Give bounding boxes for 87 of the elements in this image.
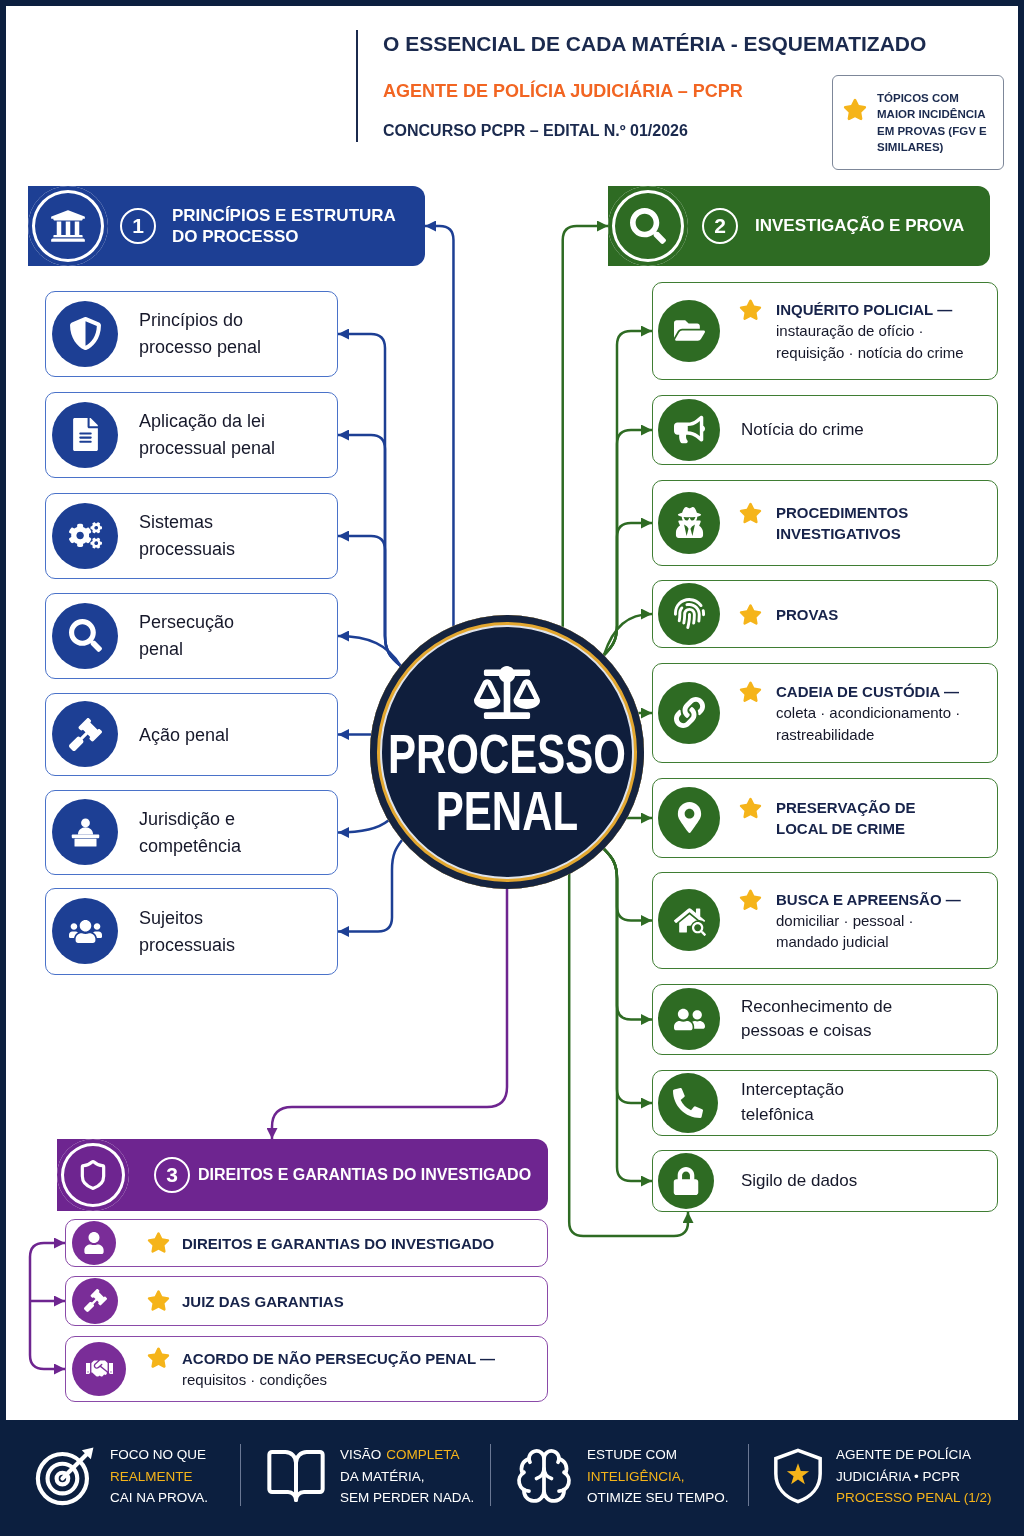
topic-label: Jurisdição e competência — [139, 807, 243, 858]
subtitle: AGENTE DE POLÍCIA JUDICIÁRIA – PCPR — [383, 80, 743, 103]
footer-text: OTIMIZE SEU TEMPO. — [587, 1488, 729, 1507]
topic-card — [652, 872, 998, 969]
connector-arrow — [602, 609, 653, 656]
topic-card — [45, 392, 338, 478]
footer-text: REALMENTE — [110, 1467, 193, 1486]
topic-label: PROVAS — [776, 604, 840, 625]
page-title: O ESSENCIAL DE CADA MATÉRIA - ESQUEMATIZADO — [383, 31, 927, 57]
footer-text: INTELIGÊNCIA, — [587, 1467, 685, 1486]
topic-label: ACORDO DE NÃO PERSECUÇÃO PENAL — — [182, 1348, 497, 1369]
topic-card — [652, 580, 998, 648]
topic-card — [652, 1070, 998, 1136]
connector-arrow — [627, 812, 652, 824]
topic-label: JUIZ DAS GARANTIAS — [182, 1291, 345, 1312]
footer-text: PROCESSO PENAL (1/2) — [836, 1488, 992, 1507]
topic-card — [652, 395, 998, 465]
connector-arrow — [425, 220, 455, 626]
connector-arrow — [266, 889, 509, 1139]
topic-label: Sigilo de dados — [741, 1169, 859, 1192]
connector-arrow — [602, 848, 652, 1187]
connector-arrow — [28, 1237, 65, 1301]
connector-arrow — [638, 707, 652, 719]
topic-label: INQUÉRITO POLICIAL — — [776, 299, 954, 320]
topic-card — [65, 1336, 548, 1402]
topic-card — [45, 790, 338, 875]
topic-card — [652, 480, 998, 566]
footer-text: AGENTE DE POLÍCIA JUDICIÁRIA • PCPR — [836, 1445, 972, 1486]
topic-card — [652, 984, 998, 1055]
section-banner — [608, 186, 990, 266]
section-banner — [57, 1139, 548, 1211]
topic-detail: requisitos · condições — [182, 1369, 329, 1390]
topic-label: Interceptação telefônica — [741, 1079, 845, 1126]
topic-card — [652, 282, 998, 380]
topic-label: Notícia do crime — [741, 418, 865, 441]
footer-text: ESTUDE COM — [587, 1445, 677, 1464]
topic-label: Sistemas processuais — [139, 511, 237, 561]
topic-card — [45, 888, 338, 975]
topic-card — [45, 593, 338, 679]
topic-card — [65, 1219, 548, 1267]
topic-label: PROCEDIMENTOS INVESTIGATIVOS — [776, 503, 910, 544]
connector-arrow — [338, 819, 390, 838]
step-number: 1 — [120, 208, 156, 244]
topic-card — [45, 291, 338, 377]
footer-text: VISÃO — [340, 1445, 382, 1464]
topic-label: Princípios do processo penal — [139, 309, 263, 359]
topic-label: Persecução penal — [139, 611, 236, 661]
topic-card — [652, 1150, 998, 1212]
connector-arrow — [561, 220, 608, 627]
section-banner — [28, 186, 425, 266]
topic-label: CADEIA DE CUSTÓDIA — — [776, 681, 961, 702]
topic-label: Aplicação da lei processual penal — [139, 410, 277, 460]
connector-arrow — [338, 530, 402, 667]
topic-label: Reconhecimento de pessoas e coisas — [741, 995, 894, 1043]
topic-detail: coleta · acondicionamento · rastreabilidade — [776, 702, 962, 745]
topic-card — [65, 1276, 548, 1326]
footer-text: CAI NA PROVA. — [110, 1488, 209, 1507]
section-title: PRINCÍPIOS E ESTRUTURA DO PROCESSO — [172, 204, 397, 248]
topic-detail: domiciliar · pessoal · mandado judicial — [776, 910, 915, 952]
connector-arrow — [337, 630, 402, 667]
topic-label: BUSCA E APREENSÃO — — [776, 889, 962, 910]
topic-detail: instauração de ofício · requisição · notícia do crime — [776, 320, 965, 363]
footer-text: FOCO NO QUE — [110, 1445, 206, 1464]
exam-notice: CONCURSO PCPR – EDITAL N.º 01/2026 — [383, 121, 688, 141]
connector-arrow — [567, 874, 694, 1238]
connector-arrow — [338, 729, 372, 740]
step-number: 2 — [702, 208, 738, 244]
connector-arrow — [602, 517, 652, 656]
topic-label: Ação penal — [139, 723, 231, 747]
connector-arrow — [28, 1301, 65, 1375]
topic-label: PRESERVAÇÃO DE LOCAL DE CRIME — [776, 798, 917, 839]
connector-arrow — [30, 1295, 65, 1307]
topic-card — [652, 663, 998, 763]
connector-arrow — [338, 839, 404, 937]
section-title: INVESTIGAÇÃO E PROVA — [755, 215, 966, 237]
section-title: DIREITOS E GARANTIAS DO INVESTIGADO — [198, 1165, 533, 1185]
legend-text: TÓPICOS COM MAIOR INCIDÊNCIA EM PROVAS (FGV E SIMILARES) — [877, 91, 988, 155]
topic-card — [45, 693, 338, 776]
topic-label: DIREITOS E GARANTIAS DO INVESTIGADO — [182, 1233, 496, 1254]
topic-label: Sujeitos processuais — [139, 906, 237, 957]
center-title: PROCESSO PENAL — [386, 726, 628, 841]
footer-text: COMPLETA — [386, 1445, 460, 1464]
footer-text: DA MATÉRIA, — [340, 1467, 425, 1486]
footer-text: SEM PERDER NADA. — [340, 1488, 475, 1507]
topic-card — [652, 778, 998, 858]
topic-card — [45, 493, 338, 579]
step-number: 3 — [154, 1157, 190, 1193]
